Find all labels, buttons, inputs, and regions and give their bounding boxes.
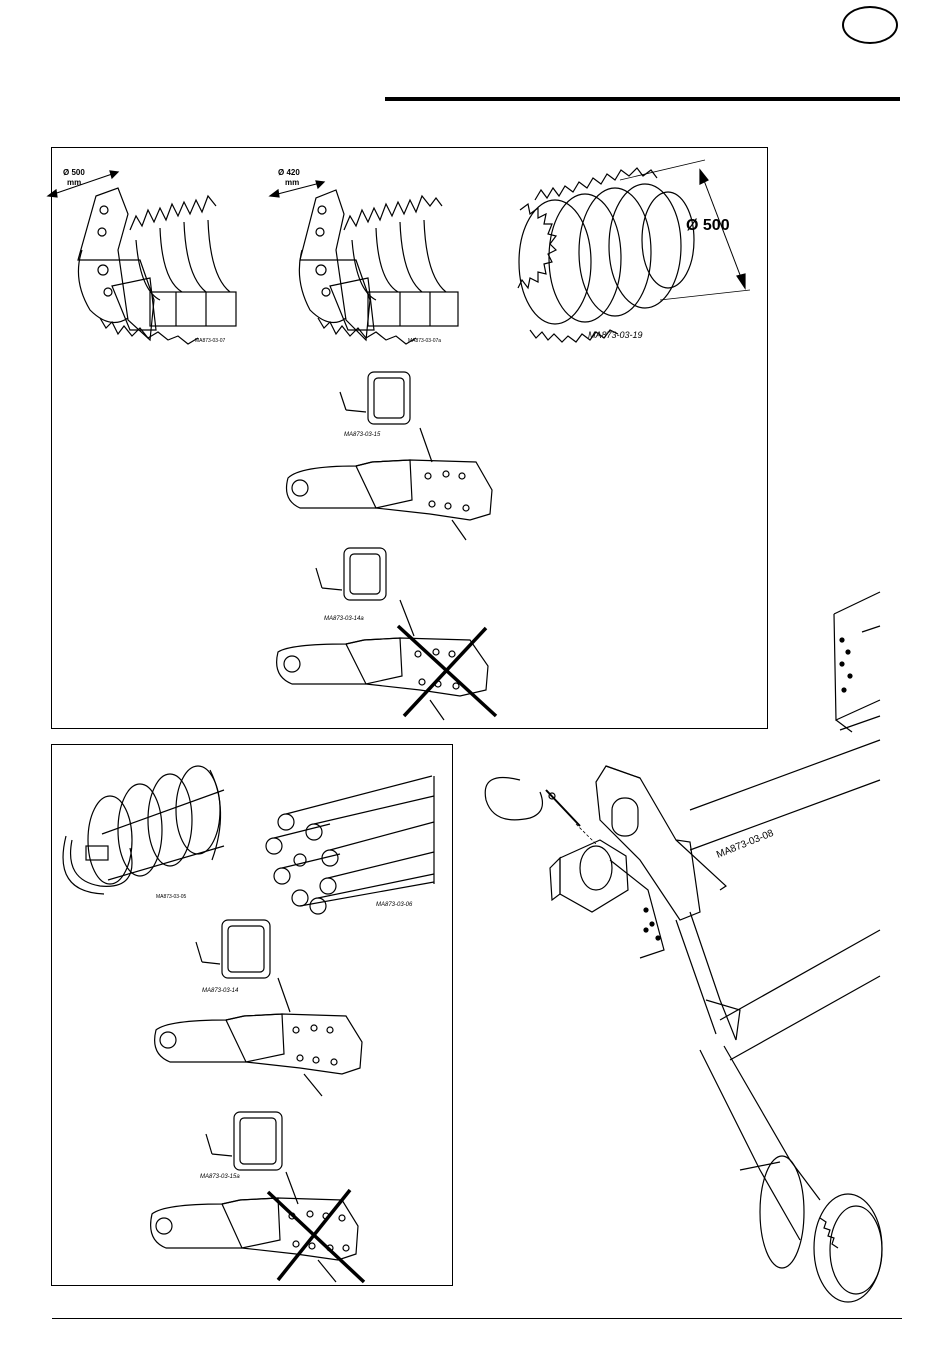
bracket-15a-ref: MA873-03-15a xyxy=(200,1174,240,1180)
bracket-14-ref: MA873-03-14 xyxy=(202,988,239,994)
roller-500-ref: MA873-03-07 xyxy=(195,338,226,344)
star-disc-dimension: Ø 500 xyxy=(686,217,730,234)
bracket-14-figure xyxy=(155,920,362,1096)
bracket-15-figure xyxy=(287,372,493,540)
bracket-15-ref: MA873-03-15 xyxy=(344,432,381,438)
roller-420-figure xyxy=(270,181,458,344)
roller-500-figure xyxy=(48,171,236,344)
roller-420-unit: mm xyxy=(285,178,299,187)
spring-roller-figure xyxy=(63,766,224,894)
bracket-14a-ref: MA873-03-14a xyxy=(324,616,364,622)
bracket-15a-figure xyxy=(151,1112,364,1282)
spring-roller-ref: MA873-03-05 xyxy=(156,894,187,900)
star-disc-ref: MA873-03-19 xyxy=(588,330,643,340)
roller-500-unit: mm xyxy=(67,178,81,187)
main-assembly-ref: MA873-03-08 xyxy=(715,828,776,861)
cage-roller-figure xyxy=(266,776,434,914)
star-disc-figure xyxy=(518,160,750,342)
roller-420-dimension: Ø 420 xyxy=(278,168,300,177)
roller-500-dimension: Ø 500 xyxy=(63,168,85,177)
cage-roller-ref: MA873-03-06 xyxy=(376,902,413,908)
bracket-14a-figure xyxy=(277,548,496,720)
roller-420-ref: MA873-03-07a xyxy=(408,338,441,344)
main-assembly-figure xyxy=(485,592,882,1302)
